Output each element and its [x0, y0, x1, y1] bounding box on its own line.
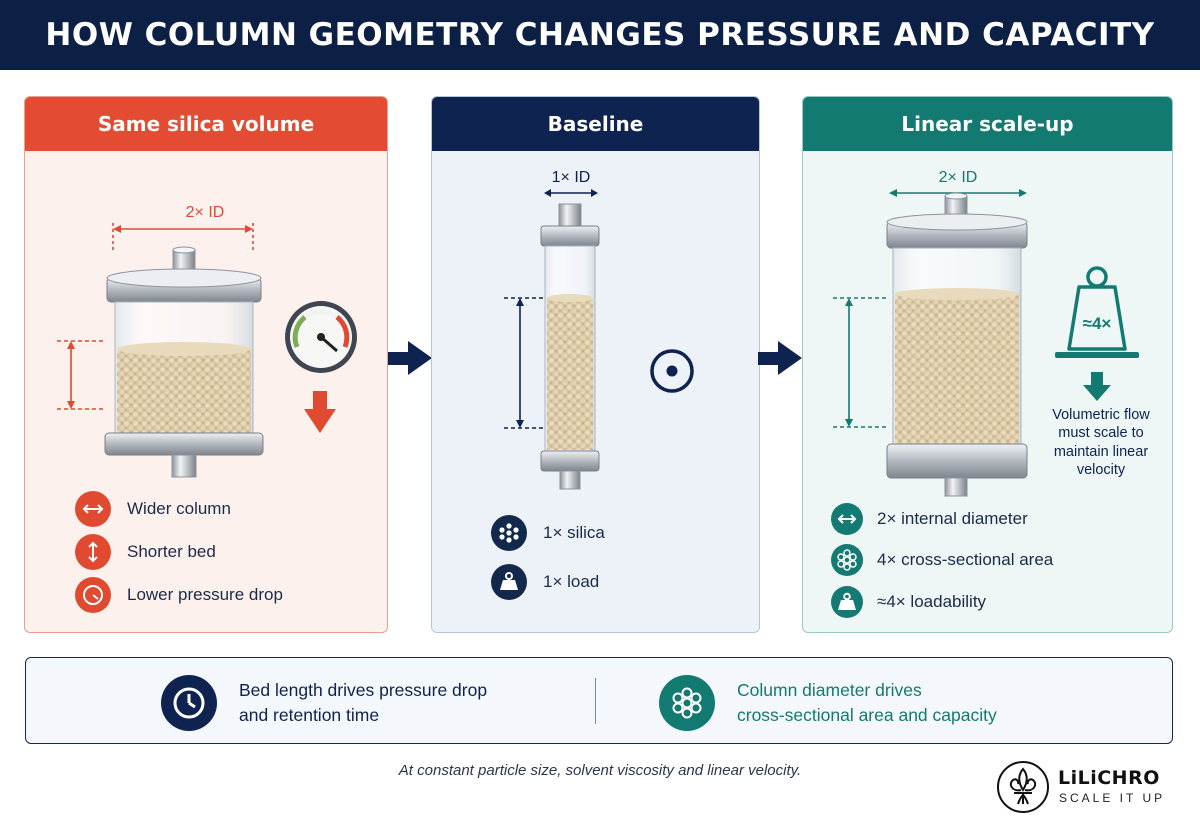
bed-height-arrow [57, 340, 105, 410]
panel-body: 2× ID [803, 151, 1172, 632]
summary-text: Bed length drives pressure drop and rete… [239, 678, 487, 728]
footnote: At constant particle size, solvent visco… [398, 762, 802, 779]
divider [595, 678, 596, 724]
feature-lower-pressure-drop: Lower pressure drop [75, 577, 283, 613]
diameter-arrow [544, 189, 598, 197]
horizontal-arrows-icon [75, 491, 111, 527]
pressure-gauge-icon [285, 301, 357, 373]
feature-label: Shorter bed [127, 542, 216, 561]
feature-label: ≈4× loadability [877, 592, 987, 611]
weight-icon [491, 564, 527, 600]
summary-line: Column diameter drives [737, 680, 922, 700]
bed-height-arrow [504, 297, 544, 429]
panel-same-silica-volume: Same silica volume 2× ID [24, 96, 388, 633]
target-icon [650, 349, 694, 393]
down-arrow-icon [1083, 372, 1111, 401]
silica-beads-icon [491, 515, 527, 551]
baseline-column [540, 203, 600, 490]
panel-heading: Linear scale-up [803, 97, 1172, 151]
wide-short-column-illustration: 2× ID [57, 204, 357, 478]
scaled-column-illustration: 2× ID [833, 169, 1150, 497]
bed-height-arrow [833, 297, 889, 428]
feature-4x-loadability: ≈4× loadability [831, 586, 986, 618]
fleur-de-lis-icon [997, 761, 1049, 813]
brand-logo: LiLiCHRO SCALE IT UP [996, 760, 1186, 814]
scaled-column [886, 192, 1028, 497]
panel-body: 1× ID [432, 151, 759, 632]
beads-cluster-icon [831, 544, 863, 576]
feature-1x-silica: 1× silica [491, 515, 605, 551]
feature-label: 4× cross-sectional area [877, 550, 1054, 569]
weight-4x-icon: ≈4× [1055, 266, 1139, 358]
svg-text:must scale to: must scale to [1058, 425, 1143, 441]
svg-text:maintain linear: maintain linear [1054, 444, 1148, 460]
diameter-arrow [112, 223, 254, 251]
vertical-arrows-icon [75, 534, 111, 570]
title-banner: HOW COLUMN GEOMETRY CHANGES PRESSURE AND… [0, 0, 1200, 70]
summary-line: cross-sectional area and capacity [737, 705, 997, 725]
right-arrow-icon [388, 341, 432, 375]
pressure-down-arrow-icon [304, 391, 336, 433]
summary-bar: Bed length drives pressure drop and rete… [25, 657, 1173, 744]
diameter-label: 2× ID [939, 169, 978, 186]
clock-icon [161, 675, 217, 731]
summary-line: Bed length drives pressure drop [239, 680, 488, 700]
beads-cluster-icon [659, 675, 715, 731]
diameter-label: 1× ID [552, 169, 591, 186]
feature-label: 1× silica [543, 523, 605, 542]
panel-body: 2× ID [25, 151, 387, 632]
summary-text: Column diameter drives cross-sectional a… [737, 678, 997, 728]
summary-line: and retention time [239, 705, 380, 725]
feature-wider-column: Wider column [75, 491, 231, 527]
svg-text:velocity: velocity [1077, 462, 1126, 478]
weight-icon [831, 586, 863, 618]
gauge-icon [75, 577, 111, 613]
feature-label: 2× internal diameter [877, 509, 1028, 528]
feature-label: Lower pressure drop [127, 585, 283, 604]
feature-4x-cross-sectional-area: 4× cross-sectional area [831, 544, 1053, 576]
logo-name: LiLiCHRO [1058, 767, 1160, 789]
feature-label: 1× load [543, 572, 600, 591]
summary-bed-length: Bed length drives pressure drop and rete… [161, 675, 487, 731]
diameter-label: 2× ID [186, 204, 225, 221]
page-title: HOW COLUMN GEOMETRY CHANGES PRESSURE AND… [45, 17, 1155, 53]
panel-baseline: Baseline 1× ID [431, 96, 760, 633]
logo-tagline: SCALE IT UP [1059, 791, 1166, 805]
feature-shorter-bed: Shorter bed [75, 534, 216, 570]
baseline-column-illustration: 1× ID [504, 169, 694, 490]
wide-column [104, 246, 264, 478]
scale-note: Volumetric flow must scale to maintain l… [1052, 407, 1150, 478]
weight-label: ≈4× [1083, 314, 1112, 333]
summary-column-diameter: Column diameter drives cross-sectional a… [659, 675, 997, 731]
panel-heading: Same silica volume [25, 97, 387, 151]
panel-heading: Baseline [432, 97, 759, 151]
feature-2x-internal-diameter: 2× internal diameter [831, 503, 1028, 535]
feature-1x-load: 1× load [491, 564, 599, 600]
right-arrow-icon [758, 341, 802, 375]
panel-linear-scale-up: Linear scale-up 2× ID [802, 96, 1173, 633]
horizontal-arrows-icon [831, 503, 863, 535]
feature-label: Wider column [127, 499, 231, 518]
svg-text:Volumetric flow: Volumetric flow [1052, 407, 1150, 423]
